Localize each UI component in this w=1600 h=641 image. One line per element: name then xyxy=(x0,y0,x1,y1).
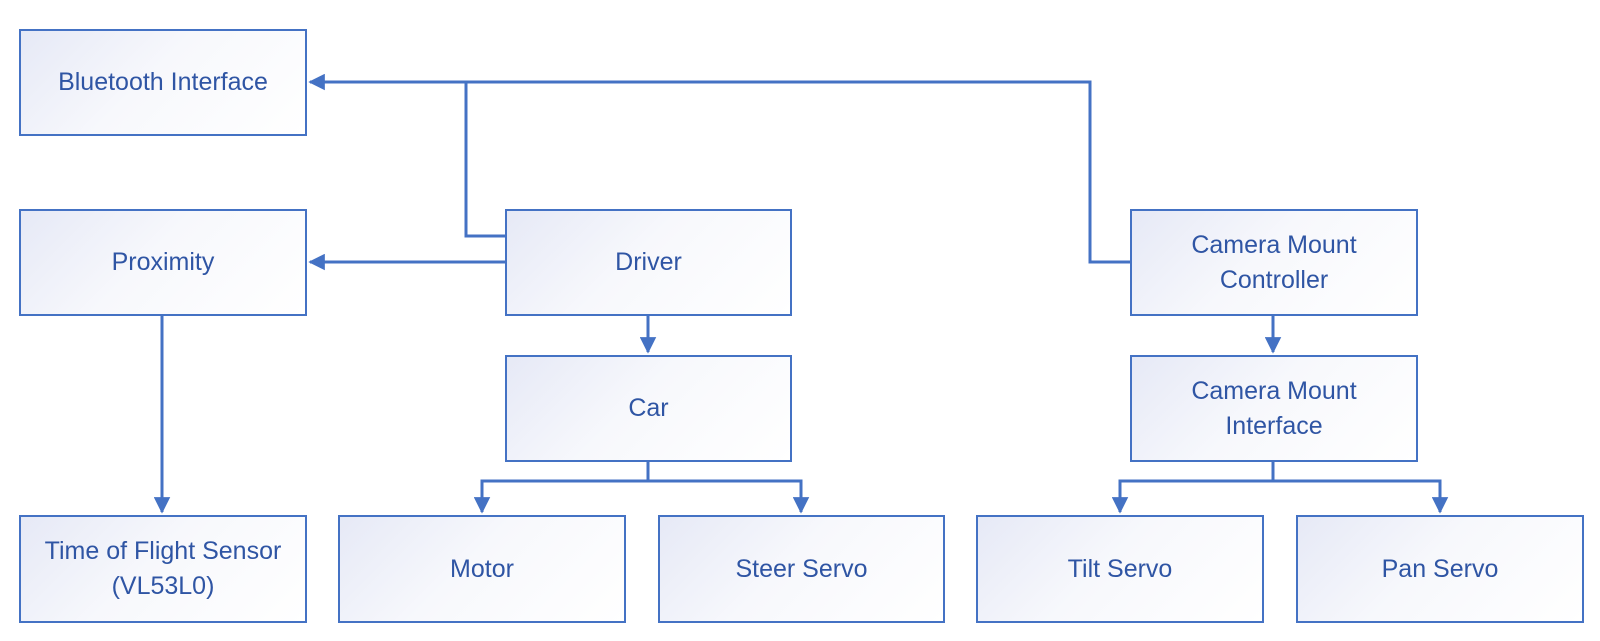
motor-block: Motor xyxy=(338,515,626,623)
camera-mount-interface-label-line2: Interface xyxy=(1225,411,1323,440)
proximity-block: Proximity xyxy=(19,209,307,316)
arrow-camera-interface-to-tilt xyxy=(1111,461,1275,514)
proximity-label: Proximity xyxy=(111,248,215,276)
bluetooth-interface-label: Bluetooth Interface xyxy=(58,68,268,96)
pan-servo-block: Pan Servo xyxy=(1296,515,1584,623)
steer-servo-label: Steer Servo xyxy=(735,554,868,583)
car-label: Car xyxy=(628,394,669,422)
line-camera-controller-to-bluetooth xyxy=(466,80,1130,264)
arrow-driver-to-bluetooth xyxy=(308,73,506,238)
time-of-flight-sensor-label-line2: (VL53L0) xyxy=(111,572,215,600)
driver-block: Driver xyxy=(505,209,792,316)
tilt-servo-block: Tilt Servo xyxy=(976,515,1264,623)
time-of-flight-sensor-label-line1: Time of Flight Sensor xyxy=(44,537,282,565)
camera-mount-controller-block: Camera Mount Controller xyxy=(1130,209,1418,316)
pan-servo-label: Pan Servo xyxy=(1381,554,1499,583)
arrow-car-to-steer xyxy=(648,479,810,514)
arrow-camera-interface-to-pan xyxy=(1273,479,1449,514)
camera-mount-interface-block: Camera Mount Interface xyxy=(1130,355,1418,462)
camera-mount-interface-label-line1: Camera Mount xyxy=(1191,376,1357,405)
driver-label: Driver xyxy=(615,248,682,276)
time-of-flight-sensor-block: Time of Flight Sensor (VL53L0) xyxy=(19,515,307,623)
steer-servo-block: Steer Servo xyxy=(658,515,945,623)
camera-mount-controller-label-line1: Camera Mount xyxy=(1191,230,1357,259)
motor-label: Motor xyxy=(450,554,514,583)
car-block: Car xyxy=(505,355,792,462)
camera-mount-controller-label-line2: Controller xyxy=(1219,265,1329,294)
bluetooth-interface-block: Bluetooth Interface xyxy=(19,29,307,136)
arrow-car-to-motor xyxy=(473,461,650,514)
tilt-servo-label: Tilt Servo xyxy=(1067,554,1173,583)
